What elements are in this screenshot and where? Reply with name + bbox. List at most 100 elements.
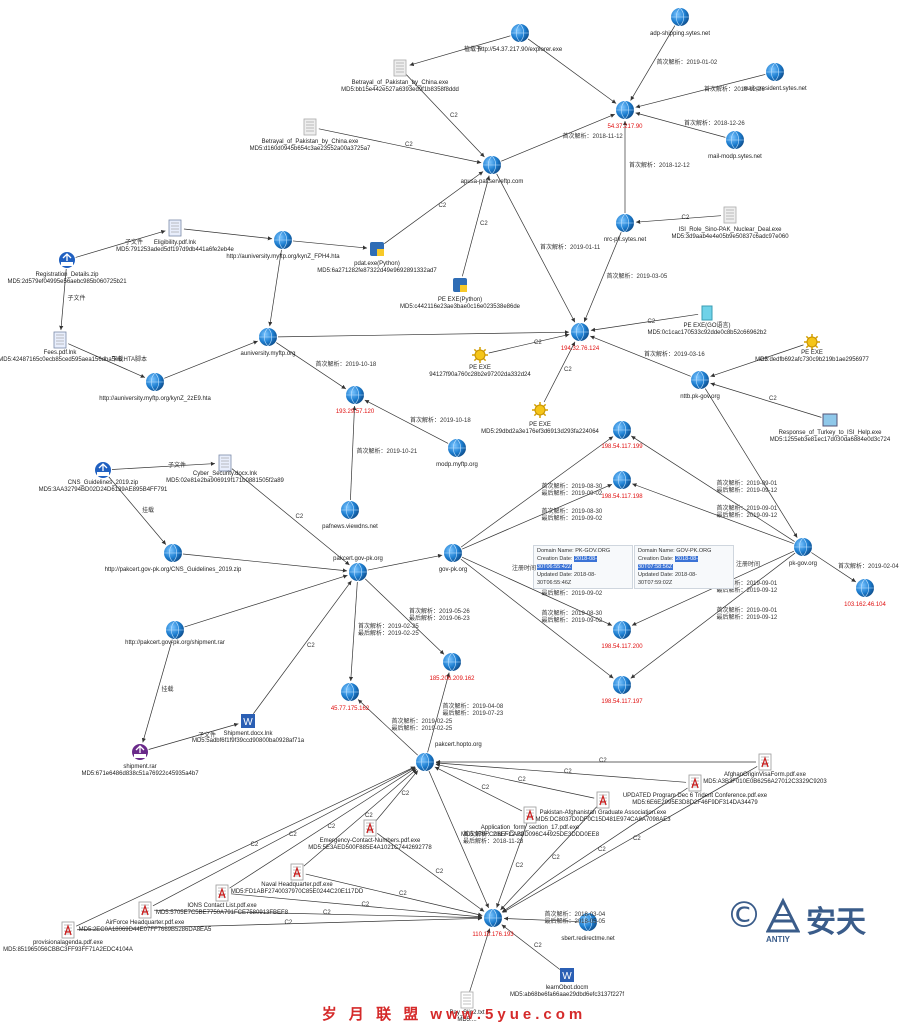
antiy-name: 安天 <box>806 905 866 940</box>
node-peexego[interactable] <box>701 305 713 321</box>
node-nrc[interactable] <box>616 213 634 233</box>
globe-grid <box>444 543 462 563</box>
node-shiprar[interactable] <box>132 744 148 760</box>
node-betrayal2[interactable] <box>303 118 317 136</box>
node-ip200[interactable] <box>613 620 631 640</box>
node-ip197[interactable] <box>613 675 631 695</box>
node-mailpres[interactable] <box>766 62 784 82</box>
node-label-aunikyn: http://auniversity.myftp.org/kynZ_FPH4.h… <box>226 254 340 260</box>
node-hopto[interactable] <box>416 752 434 772</box>
node-aunikyn2[interactable] <box>146 372 164 392</box>
edge-appform-ip110 <box>496 823 528 908</box>
node-label-betrayal1: Betrayal_of_Pakistan_by_China.exe MD5:bb… <box>341 80 459 93</box>
node-pkgov[interactable] <box>794 537 812 557</box>
node-paktship[interactable] <box>166 620 184 640</box>
globe-grid <box>511 23 529 43</box>
edge-label: 子文件 <box>198 732 217 739</box>
node-ip54[interactable] <box>616 100 634 120</box>
edge-label: 首次解析：2018-12-12 <box>629 162 690 169</box>
edge-label: C2 <box>769 396 777 402</box>
node-elig[interactable] <box>168 219 182 237</box>
node-ip45[interactable] <box>341 682 359 702</box>
globe-grid <box>579 912 597 932</box>
node-ie[interactable] <box>511 23 529 43</box>
node-peexe2[interactable] <box>472 347 488 363</box>
edge-pkgov-ip199 <box>631 435 795 542</box>
node-label-ip199: 198.54.117.199 <box>601 444 643 450</box>
node-pakafg[interactable] <box>596 791 610 809</box>
whois-row: Updated Date: 2018-08-30T06:55:46Z <box>537 572 597 586</box>
node-appform[interactable] <box>523 806 537 824</box>
edge-label: 首次解析：2019-10-18 <box>410 417 471 424</box>
node-govpk[interactable] <box>444 543 462 563</box>
node-afghan[interactable] <box>758 753 772 771</box>
node-peexe1[interactable] <box>804 334 820 350</box>
edge-reg-elig <box>75 230 166 258</box>
node-label-paktship: http://pakcert.gov-pk.org/shipment.rar <box>125 640 225 646</box>
edge-ions-hopto <box>229 767 416 889</box>
node-pakcert[interactable] <box>349 562 367 582</box>
node-aunimyftp[interactable] <box>259 327 277 347</box>
node-ip103[interactable] <box>856 578 874 598</box>
node-updated[interactable] <box>688 774 702 792</box>
node-label-cns: CNS_Guidelines_2019.zip MD5:3AA32794BD02… <box>38 480 168 493</box>
node-isi[interactable] <box>723 206 737 224</box>
node-mailmodp[interactable] <box>726 130 744 150</box>
node-label-paktcns: http://pakcert.gov-pk.org/CNS_Guidelines… <box>104 567 242 573</box>
node-naval[interactable] <box>290 863 304 881</box>
node-peexe3[interactable] <box>532 402 548 418</box>
node-label-pdatexe: pdat.exe(Python) MD5:6a271282fe87322d49e… <box>317 261 437 274</box>
node-adp[interactable] <box>671 7 689 27</box>
node-ip198[interactable] <box>613 470 631 490</box>
node-cyber[interactable] <box>218 454 232 472</box>
antiy-mark-icon <box>766 897 800 933</box>
node-fees[interactable] <box>53 331 67 349</box>
node-pafnews[interactable] <box>341 500 359 520</box>
edge-nrc-ip194 <box>583 232 622 322</box>
node-ip199[interactable] <box>613 420 631 440</box>
node-ip185[interactable] <box>443 652 461 672</box>
edge-betrayal2-apusa <box>318 128 482 164</box>
node-turkey[interactable] <box>822 413 838 427</box>
node-pdatexe[interactable] <box>370 242 384 256</box>
node-apusa[interactable] <box>483 155 501 175</box>
node-ip194[interactable] <box>571 322 589 342</box>
edge-hopto-ip110 <box>428 771 489 909</box>
node-sbert[interactable] <box>579 912 597 932</box>
edge-cns-cyber <box>111 461 216 470</box>
node-paktcns[interactable] <box>164 543 182 563</box>
shortcut-icon <box>218 454 232 472</box>
executable-icon <box>474 349 486 361</box>
node-paysip[interactable] <box>460 991 474 1009</box>
node-ions[interactable] <box>215 884 229 902</box>
edge-hopto-ip45 <box>357 699 418 756</box>
globe-grid <box>164 543 182 563</box>
edge-provis-hopto <box>75 766 416 927</box>
node-airforce[interactable] <box>138 901 152 919</box>
node-learn[interactable]: W <box>560 968 574 982</box>
node-peexepy[interactable] <box>453 278 467 292</box>
node-label-provis: provisionalagenda.pdf.exe MD5:851965056C… <box>3 940 133 953</box>
edge-label: C2 <box>518 777 526 783</box>
node-nttb[interactable] <box>691 370 709 390</box>
globe-grid <box>616 100 634 120</box>
node-betrayal1[interactable] <box>393 59 407 77</box>
node-cns[interactable] <box>95 462 111 478</box>
globe-grid <box>448 438 466 458</box>
node-reg[interactable] <box>59 252 75 268</box>
node-provis[interactable] <box>61 921 75 939</box>
edge-pdatexe-apusa <box>384 171 484 244</box>
node-modp[interactable] <box>448 438 466 458</box>
edge-govpk-ip200 <box>461 556 613 626</box>
edge-emerg-hopto <box>375 770 419 822</box>
node-ip193[interactable] <box>346 385 364 405</box>
node-label-isi: ISI_Role_Sino-PAK_Nuclear_Deal.exe MD5:3… <box>671 227 789 240</box>
node-label-pakafg: Pakistan-Afghanistan Graduate Associatio… <box>535 810 671 823</box>
edge-reg-fees <box>59 268 67 331</box>
node-shipdocx[interactable]: W <box>241 714 255 728</box>
node-ip110[interactable] <box>484 908 502 928</box>
node-aunikyn[interactable] <box>274 230 292 250</box>
node-emerg[interactable] <box>363 819 377 837</box>
globe-grid <box>349 562 367 582</box>
globe-grid <box>613 470 631 490</box>
